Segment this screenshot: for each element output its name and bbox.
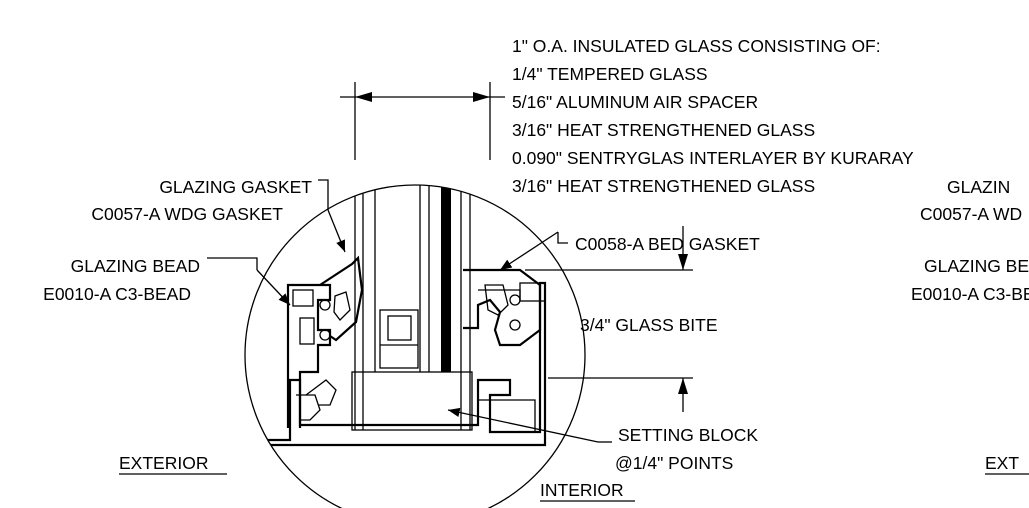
c3-bead-label: E0010-A C3-BEAD <box>43 284 191 304</box>
glass-bite-dimension <box>525 226 693 412</box>
spec-line: 1" O.A. INSULATED GLASS CONSISTING OF: <box>512 36 881 56</box>
leaders <box>207 179 612 443</box>
glass-width-dimension <box>340 82 505 160</box>
bed-gasket <box>463 268 542 347</box>
spec-line: 3/16" HEAT STRENGTHENED GLASS <box>512 120 815 140</box>
setting-points-label: @1/4" POINTS <box>615 453 733 473</box>
cropped-exterior-label: EXT <box>985 453 1019 473</box>
cropped-glazing-bead-label: GLAZING BE <box>924 256 1029 276</box>
spec-line: 0.090" SENTRYGLAS INTERLAYER BY KURARAY <box>512 148 914 168</box>
cropped-glazing-gasket-label: GLAZIN <box>947 177 1010 197</box>
glass-bite-label: 3/4" GLASS BITE <box>580 315 718 335</box>
section-contents <box>245 185 547 447</box>
bed-gasket-label: C0058-A BED GASKET <box>575 234 760 254</box>
air-spacer <box>379 309 419 369</box>
spec-line: 3/16" HEAT STRENGTHENED GLASS <box>512 176 815 196</box>
frame-sill <box>245 281 547 447</box>
glazing-gasket-label: GLAZING GASKET <box>159 177 312 197</box>
wedge-gasket <box>319 255 364 342</box>
interior-label: INTERIOR <box>540 480 624 500</box>
igu-spec-text: 1" O.A. INSULATED GLASS CONSISTING OF: 1… <box>512 36 914 196</box>
detail-circle <box>244 184 586 508</box>
setting-block <box>351 371 473 431</box>
spec-line: 1/4" TEMPERED GLASS <box>512 64 708 84</box>
spec-line: 5/16" ALUMINUM AIR SPACER <box>512 92 758 112</box>
glazing-bead-section <box>286 283 337 428</box>
cropped-c3-bead-label: E0010-A C3-BE <box>911 284 1029 304</box>
glazing-bead-label: GLAZING BEAD <box>71 256 200 276</box>
exterior-label: EXTERIOR <box>119 453 208 473</box>
cropped-wdg-gasket-label: C0057-A WD <box>920 204 1022 224</box>
setting-block-label: SETTING BLOCK <box>618 425 758 445</box>
wdg-gasket-label: C0057-A WDG GASKET <box>91 204 283 224</box>
sentryglas-interlayer <box>441 185 451 372</box>
insulated-glass-unit <box>354 185 471 430</box>
